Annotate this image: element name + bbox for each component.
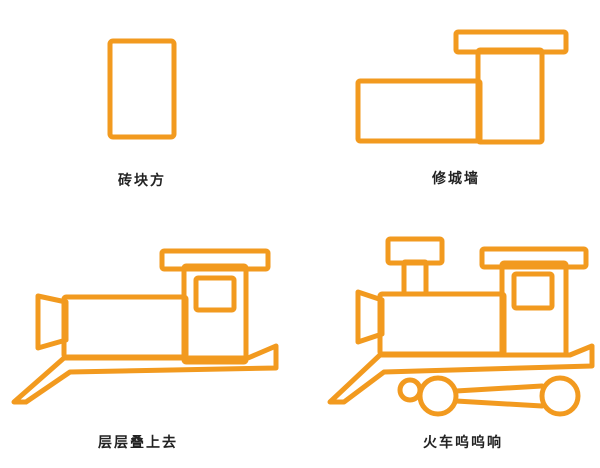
wall-tower-block: [475, 47, 545, 145]
step-4-caption: 火车呜呜响: [423, 435, 503, 451]
step-4-train: [327, 236, 595, 417]
cab-window: [193, 275, 237, 313]
step-3-stacked: [11, 248, 279, 405]
wheel-large-middle: [417, 375, 459, 417]
base-frame: [11, 343, 279, 405]
wheel-connecting-rod: [453, 383, 545, 409]
wheel-small-left: [397, 377, 423, 403]
step-3-caption: 层层叠上去: [98, 435, 178, 451]
brick-rect: [107, 38, 177, 140]
step-2-wall: [355, 29, 569, 145]
cab-roof: [479, 246, 589, 270]
base-frame: [327, 343, 595, 405]
wall-long-block: [355, 78, 483, 144]
boiler-body: [377, 291, 507, 357]
step-1-caption: 砖块方: [118, 173, 166, 189]
cab-roof: [159, 248, 271, 272]
cab-block: [181, 263, 249, 365]
wall-roof-slab: [453, 29, 569, 55]
chimney-top: [385, 236, 445, 266]
step-1-brick: [107, 38, 177, 140]
wheel-large-right: [539, 375, 581, 417]
cab-window: [511, 271, 555, 311]
chimney-stack: [401, 259, 429, 297]
boiler-body: [61, 294, 189, 360]
step-2-caption: 修城墙: [432, 171, 480, 187]
